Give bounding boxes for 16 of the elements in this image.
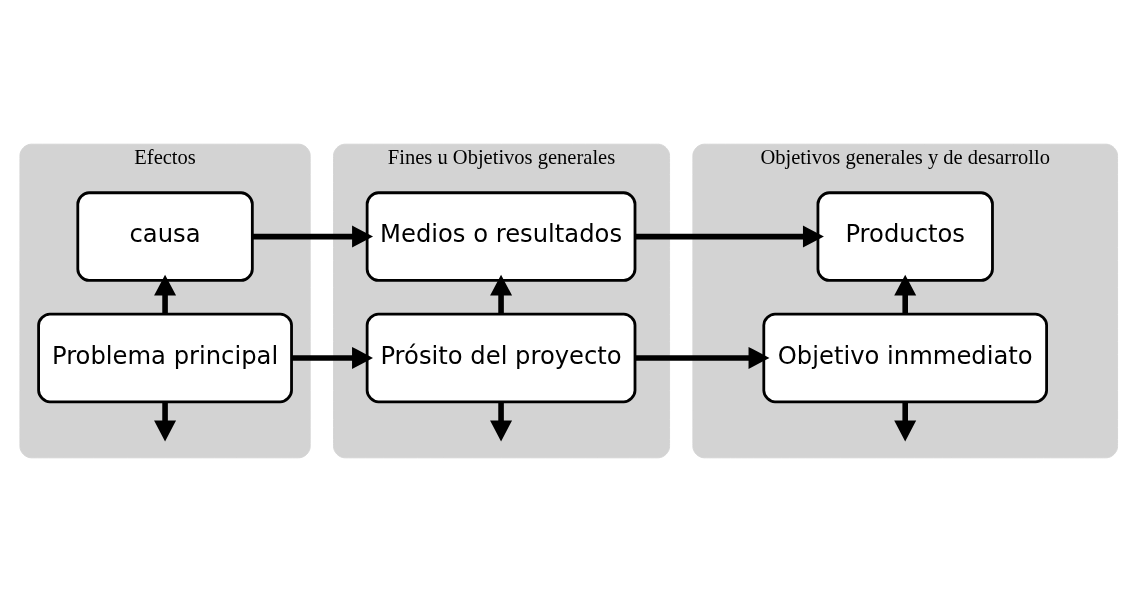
arrow <box>490 401 513 442</box>
arrow <box>894 401 917 442</box>
node-box: Objetivo inmmediato <box>762 312 1048 404</box>
node-box: Problema principal <box>37 312 293 404</box>
arrow <box>154 401 177 442</box>
arrow <box>291 346 373 369</box>
arrow <box>154 274 177 314</box>
arrow <box>490 274 513 314</box>
node-box: Prósito del proyecto <box>365 312 637 404</box>
arrow <box>252 225 374 248</box>
arrow <box>894 274 917 314</box>
node-box: Productos <box>816 191 994 282</box>
arrow <box>635 346 770 369</box>
node-box: Medios o resultados <box>365 191 637 282</box>
node-box: causa <box>76 191 254 282</box>
arrow <box>635 225 824 248</box>
